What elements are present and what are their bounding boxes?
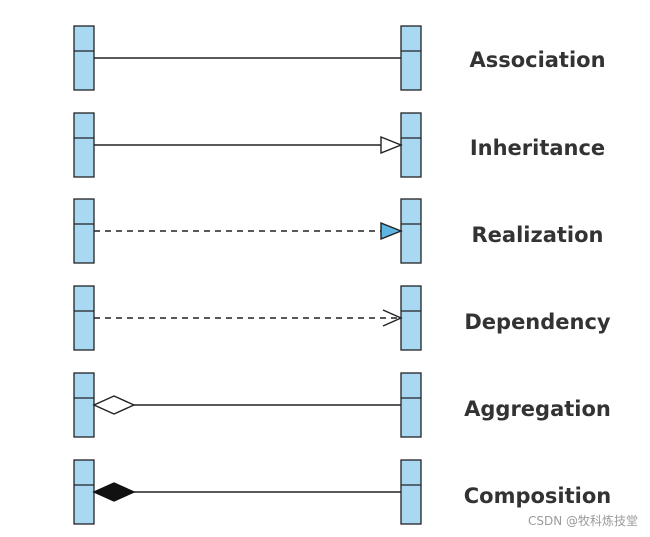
class-box-left-dependency: [73, 285, 95, 351]
filled-diamond-marker: [92, 482, 136, 502]
label-inheritance: Inheritance: [469, 136, 606, 160]
label-composition: Composition: [463, 484, 612, 508]
class-box-left-aggregation: [73, 372, 95, 438]
class-box-left-association: [73, 25, 95, 91]
open-arrow-marker: [382, 309, 403, 327]
class-box-right-aggregation: [400, 372, 422, 438]
label-dependency: Dependency: [464, 310, 611, 334]
hollow-triangle-marker: [380, 135, 403, 155]
class-box-left-inheritance: [73, 112, 95, 178]
class-box-right-dependency: [400, 285, 422, 351]
class-box-right-composition: [400, 459, 422, 525]
class-box-left-composition: [73, 459, 95, 525]
label-realization: Realization: [471, 223, 604, 247]
label-aggregation: Aggregation: [464, 397, 611, 421]
class-box-right-inheritance: [400, 112, 422, 178]
class-box-right-association: [400, 25, 422, 91]
class-box-left-realization: [73, 198, 95, 264]
label-association: Association: [469, 48, 606, 72]
filled-triangle-marker: [380, 221, 403, 241]
hollow-diamond-marker: [92, 395, 136, 415]
class-box-right-realization: [400, 198, 422, 264]
watermark: CSDN @牧科炼技堂: [527, 514, 638, 528]
